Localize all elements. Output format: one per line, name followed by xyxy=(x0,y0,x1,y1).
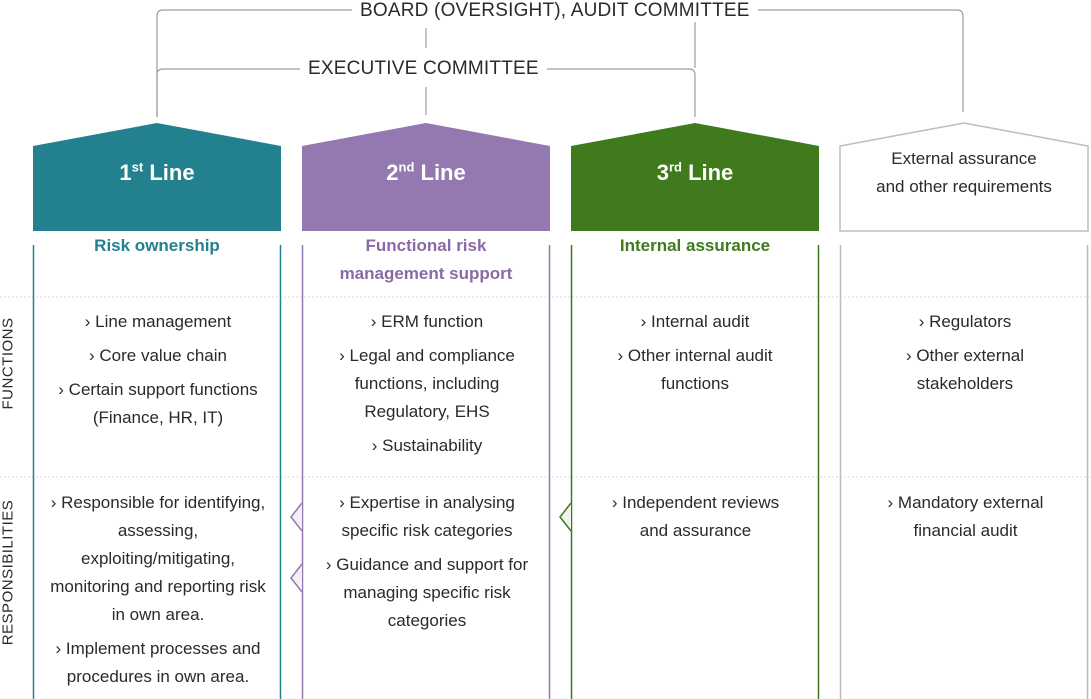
list-item: › Other external stakeholders xyxy=(905,346,1025,393)
list-item: › Independent reviews and assurance xyxy=(611,493,780,540)
list-item: › Expertise in analysing specific risk c… xyxy=(339,493,515,540)
list-item: › Core value chain xyxy=(89,346,227,365)
list-item: › Certain support functions (Finance, HR… xyxy=(58,380,258,427)
line1-functions: › Line management › Core value chain › C… xyxy=(46,308,270,438)
line2-subtitle: Functional risk management support xyxy=(339,236,513,283)
list-item: › Mandatory external financial audit xyxy=(887,493,1044,540)
line2-responsibilities: › Expertise in analysing specific risk c… xyxy=(324,489,530,641)
list-item: › Regulators xyxy=(918,312,1012,331)
line3-header-shape xyxy=(571,123,819,231)
executive-label: EXECUTIVE COMMITTEE xyxy=(300,58,547,80)
line3-header: 3rd Line xyxy=(656,159,734,185)
functions-row-label: FUNCTIONS xyxy=(0,317,17,410)
arrow-notch-2nd-b xyxy=(290,563,303,593)
line1-header-shape xyxy=(33,123,281,231)
list-item: › Guidance and support for managing spec… xyxy=(325,555,529,630)
line3-responsibilities: › Independent reviews and assurance xyxy=(598,489,793,551)
arrow-notch-3rd xyxy=(559,502,572,532)
list-item: › ERM function xyxy=(370,312,484,331)
list-item: › Responsible for identifying, assessing… xyxy=(50,493,266,624)
line1-subtitle: Risk ownership xyxy=(94,236,220,255)
list-item: › Line management xyxy=(84,312,232,331)
line2-header: 2nd Line xyxy=(386,159,466,185)
arrow-notch-2nd-a xyxy=(290,502,303,532)
list-item: › Other internal audit functions xyxy=(617,346,773,393)
line3-subtitle: Internal assurance xyxy=(619,236,771,255)
line1-responsibilities: › Responsible for identifying, assessing… xyxy=(44,489,272,697)
external-header-shape xyxy=(839,122,1089,232)
list-item: › Sustainability xyxy=(371,436,483,455)
list-item: › Internal audit xyxy=(640,312,750,331)
line2-functions: › ERM function › Legal and compliance fu… xyxy=(322,308,532,466)
list-item: › Implement processes and procedures in … xyxy=(55,639,261,686)
external-header: External assurance and other requirement… xyxy=(876,149,1052,196)
board-label: BOARD (OVERSIGHT), AUDIT COMMITTEE xyxy=(352,0,758,22)
line2-header-shape xyxy=(302,123,550,231)
external-responsibilities: › Mandatory external financial audit xyxy=(868,489,1063,551)
external-functions: › Regulators › Other external stakeholde… xyxy=(870,308,1060,404)
responsibilities-row-label: RESPONSIBILITIES xyxy=(0,499,17,646)
line3-functions: › Internal audit › Other internal audit … xyxy=(605,308,785,404)
list-item: › Legal and compliance functions, includ… xyxy=(339,346,515,421)
line1-header: 1st Line xyxy=(119,159,195,185)
